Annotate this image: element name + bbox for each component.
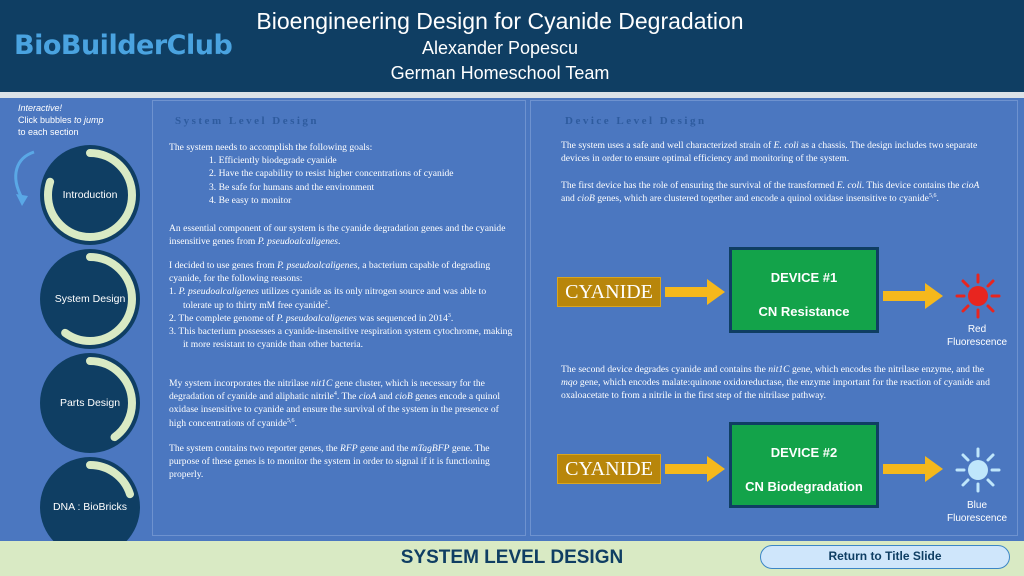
device-2-function: CN Biodegradation [745,479,863,494]
goal-item: 2. Have the capability to resist higher … [209,168,454,180]
nitrilase-paragraph: My system incorporates the nitrilase nit… [169,378,501,429]
nav-bubble-dna-biobricks[interactable]: DNA : BioBricks [40,457,140,557]
device-2-name: DEVICE #2 [770,445,838,460]
nav-hint: Interactive! Click bubbles to jump to ea… [18,102,104,138]
hint-line-3: to each section [18,127,79,137]
hint-line-1: Interactive! [18,103,63,113]
title-block: Bioengineering Design for Cyanide Degrad… [0,6,1024,86]
device-1-function: CN Resistance [758,304,850,319]
curved-arrow-icon [14,150,35,206]
goals-block: The system needs to accomplish the follo… [169,141,519,207]
team-name: German Homeschool Team [390,63,610,83]
section-title: SYSTEM LEVEL DESIGN [400,547,624,568]
nav-bubble-parts-design[interactable]: Parts Design [40,353,140,453]
blue-sun-icon [955,447,1001,493]
cyanide-input-1: CYANIDE [557,277,661,307]
blue-fluorescence-label: Blue Fluorescence [946,500,1008,524]
chassis-paragraph: The system uses a safe and well characte… [561,140,978,165]
progress-ring-icon [44,253,136,345]
system-level-title: System Level Design [175,115,320,127]
reasons-intro: I decided to use genes from P. pseudoalc… [169,260,491,285]
nav-bubble-label: Introduction [62,189,118,201]
arrow-right-icon [665,279,725,305]
progress-ring-icon [44,461,136,553]
nav-bubble-introduction[interactable]: Introduction [40,145,140,245]
device-level-title: Device Level Design [565,115,707,127]
arrow-right-icon [883,456,943,482]
device-1-name: DEVICE #1 [770,270,838,285]
arrow-right-icon [883,283,943,309]
section-nav: Interactive! Click bubbles to jump to ea… [0,98,150,557]
hint-line-2b: to jump [74,115,104,125]
device-level-panel: Device Level Design The system uses a sa… [530,100,1018,536]
main-area: Interactive! Click bubbles to jump to ea… [0,98,1024,557]
progress-ring-icon [44,149,136,241]
essential-component-paragraph: An essential component of our system is … [169,223,506,248]
header: BioBuilderClub Bioengineering Design for… [0,0,1024,92]
progress-ring-icon [44,357,136,449]
system-level-panel: System Level Design The system needs to … [152,100,526,536]
reason-item: 1. P. pseudoalcaligenes utilizes cyanide… [169,286,487,311]
nav-bubble-system-design[interactable]: System Design [40,249,140,349]
goal-item: 1. Efficiently biodegrade cyanide [209,155,337,167]
biobuilderclub-logo: BioBuilderClub [14,30,233,61]
header-divider [0,92,1024,98]
first-device-paragraph: The first device has the role of ensurin… [561,180,980,205]
hint-line-2a: Click bubbles [18,115,75,125]
reason-item: 2. The complete genome of P. pseudoalcal… [169,312,454,324]
reasons-block: I decided to use genes from P. pseudoalc… [169,259,513,351]
device-2-box: DEVICE #2 CN Biodegradation [729,422,879,508]
goals-list: 1. Efficiently biodegrade cyanide 2. Hav… [169,154,519,207]
red-fluorescence-label: Red Fluorescence [946,324,1008,348]
nav-bubble-label: System Design [54,293,126,305]
page-title: Bioengineering Design for Cyanide Degrad… [256,8,744,34]
device-1-box: DEVICE #1 CN Resistance [729,247,879,333]
goal-item: 4. Be easy to monitor [209,194,292,206]
goal-item: 3. Be safe for humans and the environmen… [209,181,375,193]
reason-item: 3. This bacterium possesses a cyanide-in… [169,326,513,351]
cyanide-input-2: CYANIDE [557,454,661,484]
nav-bubble-label: Parts Design [59,397,121,409]
return-to-title-button[interactable]: Return to Title Slide [760,545,1010,569]
goals-intro: The system needs to accomplish the follo… [169,142,373,153]
arrow-right-icon [665,456,725,482]
second-device-paragraph: The second device degrades cyanide and c… [561,364,990,402]
nav-bubble-label: DNA : BioBricks [52,501,128,513]
footer: SYSTEM LEVEL DESIGN Return to Title Slid… [0,541,1024,576]
reporter-genes-paragraph: The system contains two reporter genes, … [169,443,490,481]
author-name: Alexander Popescu [421,38,579,58]
red-sun-icon [955,273,1001,319]
